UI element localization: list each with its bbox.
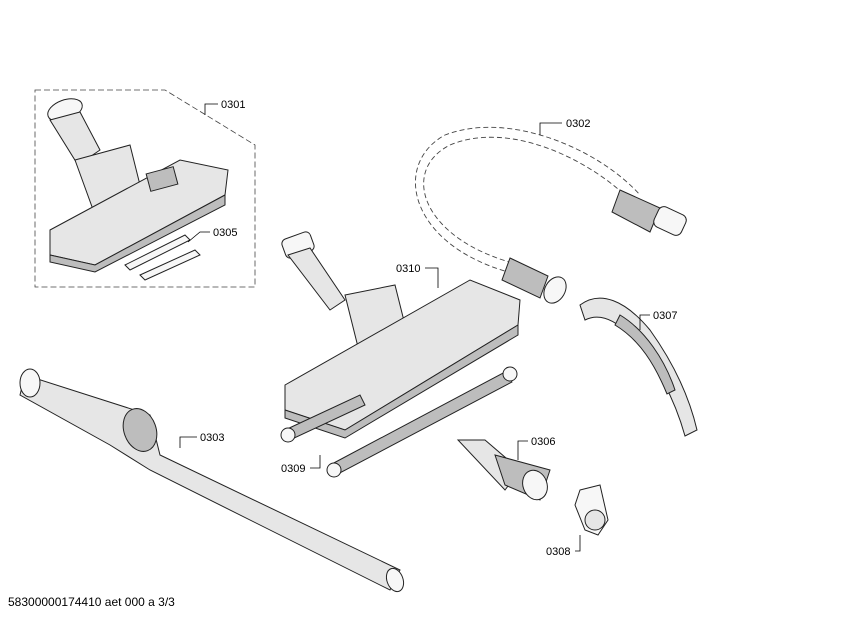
part-0302-hose[interactable] <box>415 126 688 307</box>
label-0305[interactable]: 0305 <box>213 227 237 239</box>
label-0310[interactable]: 0310 <box>396 263 420 275</box>
leader-0309 <box>310 455 321 469</box>
part-0301-floor-nozzle[interactable] <box>45 94 229 273</box>
document-footer-id: 58300000174410 aet 000 a 3/3 <box>8 595 175 609</box>
assembly-group-outline <box>34 89 256 288</box>
part-0309-brush-rollers[interactable] <box>280 366 518 478</box>
leader-0306 <box>517 440 528 460</box>
part-0306-crevice-tool[interactable] <box>456 439 551 503</box>
part-0303-telescopic-tube[interactable] <box>19 368 407 594</box>
part-0308-clip[interactable] <box>574 484 609 536</box>
leader-0310 <box>425 267 439 288</box>
leader-0303 <box>179 436 197 448</box>
leader-0301 <box>204 103 218 115</box>
leader-0308 <box>575 535 581 552</box>
label-0302[interactable]: 0302 <box>566 118 590 130</box>
label-0309[interactable]: 0309 <box>281 463 305 475</box>
leader-0302 <box>539 122 562 135</box>
leader-0305 <box>187 231 210 243</box>
part-0310-floor-nozzle[interactable] <box>280 230 521 439</box>
leader-0307 <box>639 314 650 330</box>
label-0308[interactable]: 0308 <box>546 546 570 558</box>
label-0306[interactable]: 0306 <box>531 436 555 448</box>
label-0301[interactable]: 0301 <box>221 99 245 111</box>
label-0307[interactable]: 0307 <box>653 310 677 322</box>
label-0303[interactable]: 0303 <box>200 432 224 444</box>
part-0307-handle[interactable] <box>579 297 698 437</box>
